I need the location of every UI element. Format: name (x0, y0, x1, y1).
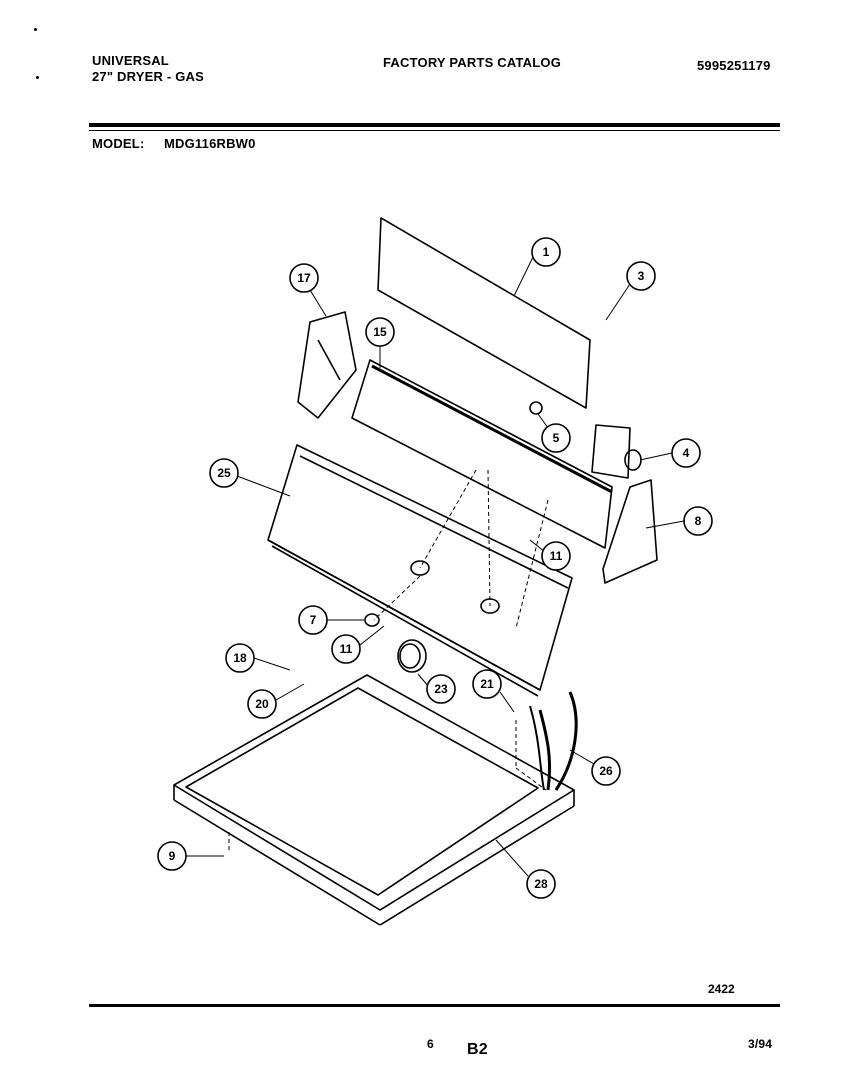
part-top (173, 674, 575, 911)
drawing-number: 2422 (708, 982, 735, 996)
callout-4: 4 (683, 446, 690, 460)
callout-3: 3 (638, 269, 645, 283)
callout-9: 9 (169, 849, 176, 863)
callout-7: 7 (310, 613, 317, 627)
callout-8: 8 (695, 514, 702, 528)
callout-20: 20 (255, 697, 269, 711)
punch-hole (36, 76, 39, 79)
callout-23: 23 (434, 682, 448, 696)
model-label: MODEL: (92, 136, 145, 151)
callout-21: 21 (480, 677, 494, 691)
callout-26: 26 (599, 764, 613, 778)
callout-11a: 11 (550, 549, 563, 563)
callout-28: 28 (534, 877, 548, 891)
part-timer (591, 424, 631, 479)
part-control-panel (351, 359, 613, 549)
part-end-cap (602, 479, 658, 584)
callout-17: 17 (297, 271, 311, 285)
callout-18: 18 (233, 651, 247, 665)
model-value: MDG116RBW0 (164, 136, 256, 151)
callout-5: 5 (553, 431, 560, 445)
brand-name: UNIVERSAL (92, 53, 169, 68)
header-rule-thick (89, 123, 780, 127)
part-back-panel (377, 217, 591, 409)
callout-11b: 11 (340, 642, 353, 656)
footer-rule (89, 1004, 780, 1007)
callout-1: 1 (543, 245, 550, 259)
section-code: B2 (467, 1041, 488, 1058)
header-rule-thin (89, 130, 780, 131)
part-bracket (297, 311, 357, 419)
punch-hole (34, 28, 37, 31)
callout-25: 25 (217, 466, 231, 480)
product-name: 27" DRYER - GAS (92, 69, 204, 84)
page-number: 6 (427, 1037, 434, 1051)
callout-15: 15 (373, 325, 387, 339)
catalog-number: 5995251179 (697, 58, 771, 73)
catalog-title: FACTORY PARTS CATALOG (383, 55, 562, 70)
revision-date: 3/94 (748, 1037, 773, 1051)
